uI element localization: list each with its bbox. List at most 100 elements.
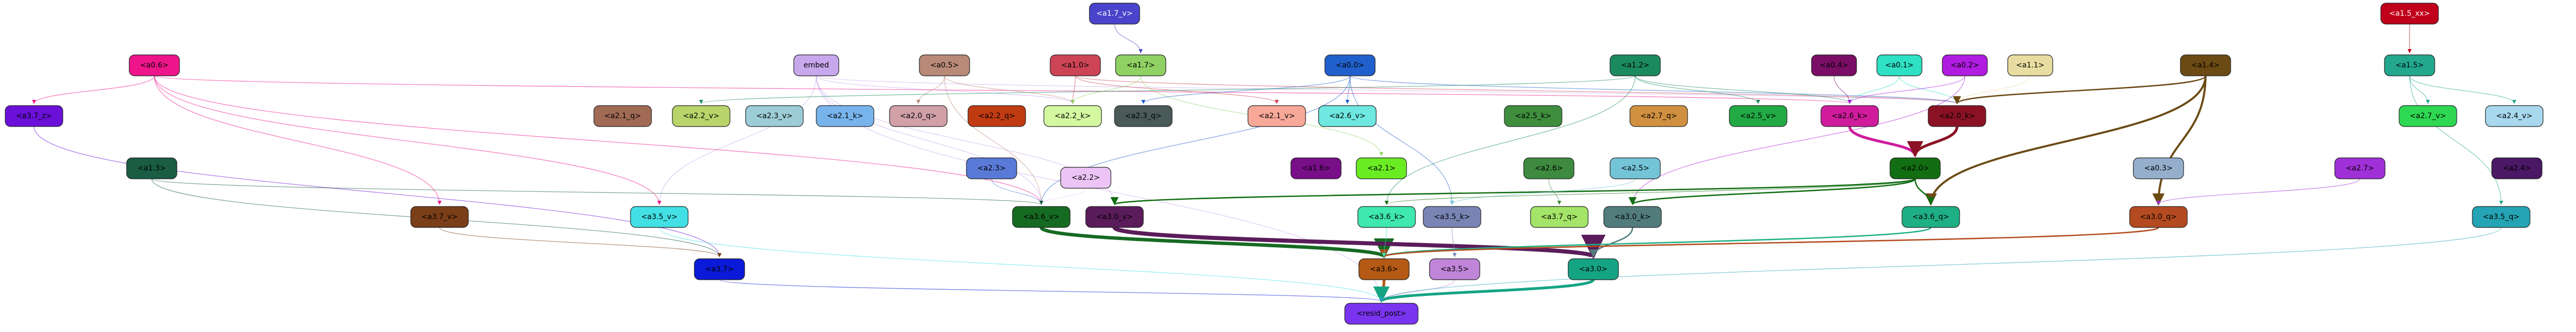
node-a2-0-q[interactable]: <a2.0_q> (889, 105, 948, 127)
node-a2-7-q[interactable]: <a2.7_q> (1629, 105, 1688, 127)
node-label: <a1.1> (2016, 61, 2044, 70)
node-label: <a2.2_v> (683, 112, 719, 120)
node-a0-4[interactable]: <a0.4> (1811, 54, 1857, 76)
node-a0-1[interactable]: <a0.1> (1876, 54, 1922, 76)
edge-a1_0-to-a2_0_k (1075, 75, 1959, 104)
node-resid-post[interactable]: <resid_post> (1344, 303, 1419, 325)
node-embed[interactable]: embed (793, 54, 839, 76)
edge-a0_6-to-a3_5_v (154, 75, 661, 205)
node-a0-3[interactable]: <a0.3> (2133, 157, 2184, 179)
node-label: <a3.0_v> (1096, 213, 1133, 221)
node-a2-1[interactable]: <a2.1> (1356, 157, 1407, 179)
node-box (1928, 105, 1986, 127)
node-a3-7-q[interactable]: <a3.7_q> (1530, 206, 1589, 228)
edge-a1_5-to-a3_5_q (2409, 75, 2503, 205)
node-a3-0-k[interactable]: <a3.0_k> (1603, 206, 1662, 228)
node-a2-2-k[interactable]: <a2.2_k> (1043, 105, 1102, 127)
node-box (672, 105, 730, 127)
node-label: <a3.5_q> (2483, 213, 2519, 221)
edge-a0_0-to-a3_6_v (1039, 75, 1351, 205)
edge-a3_6_v-to-a3_6 (1039, 225, 1394, 259)
node-box (694, 258, 745, 280)
node-label: <a0.0> (1336, 61, 1364, 70)
node-a0-5[interactable]: <a0.5> (919, 54, 970, 76)
node-a3-7-v[interactable]: <a3.7_v> (410, 206, 469, 228)
node-a3-5-v[interactable]: <a3.5_v> (630, 206, 689, 228)
edge-a2_0-to-a3_0_v (1111, 178, 1916, 205)
node-a2-1-v[interactable]: <a2.1_v> (1247, 105, 1306, 127)
node-a3-0-q[interactable]: <a3.0_q> (2129, 206, 2188, 228)
node-label: <a2.7_q> (1640, 112, 1677, 120)
node-a2-2-v[interactable]: <a2.2_v> (672, 105, 730, 127)
node-a3-6-q[interactable]: <a3.6_q> (1902, 206, 1960, 228)
edge-a1_2-to-a3_6_k (1385, 75, 1636, 205)
node-box (1610, 54, 1661, 76)
node-a1-7-v[interactable]: <a1.7_v> (1089, 3, 1140, 25)
node-a2-0-k[interactable]: <a2.0_k> (1928, 105, 1986, 127)
node-a1-3[interactable]: <a1.3> (126, 157, 177, 179)
edge-a3_5_v-to-resid_post (659, 227, 1383, 302)
node-a1-5[interactable]: <a1.5> (2384, 54, 2435, 76)
edge-a1_7-to-a2_2_k (1071, 75, 1141, 104)
node-label: <a1.6> (1302, 164, 1330, 173)
node-label: <a3.7_z> (16, 112, 52, 120)
edge-a1_0-to-a2_2_k (1071, 75, 1076, 104)
node-a2-5-k[interactable]: <a2.5_k> (1504, 105, 1562, 127)
node-a2-6-k[interactable]: <a2.6_k> (1820, 105, 1879, 127)
node-box (1629, 105, 1688, 127)
node-a2-6[interactable]: <a2.6> (1523, 157, 1574, 179)
node-a0-6[interactable]: <a0.6> (129, 54, 180, 76)
node-a2-2[interactable]: <a2.2> (1060, 167, 1111, 189)
node-a2-2-q[interactable]: <a2.2_q> (968, 105, 1026, 127)
node-a2-1-q[interactable]: <a2.1_q> (593, 105, 652, 127)
edge-a3_0_k-to-a3_0 (1589, 227, 1634, 258)
edge-a2_0-to-a3_0_k (1628, 178, 1916, 205)
node-a3-6-v[interactable]: <a3.6_v> (1012, 206, 1071, 228)
node-a2-3[interactable]: <a2.3> (966, 157, 1017, 179)
node-a3-5[interactable]: <a3.5> (1429, 258, 1480, 280)
node-a0-0[interactable]: <a0.0> (1324, 54, 1376, 76)
node-box (593, 105, 652, 127)
node-a1-7[interactable]: <a1.7> (1115, 54, 1166, 76)
node-a1-6[interactable]: <a1.6> (1290, 157, 1342, 179)
node-a3-6[interactable]: <a3.6> (1358, 258, 1410, 280)
node-box (1423, 206, 1481, 228)
node-a0-2[interactable]: <a0.2> (1942, 54, 1988, 76)
node-a2-7[interactable]: <a2.7> (2334, 157, 2386, 179)
node-a3-7-z[interactable]: <a3.7_z> (5, 105, 63, 127)
node-a3-0-v[interactable]: <a3.0_v> (1085, 206, 1144, 228)
node-a2-7-v[interactable]: <a2.7_v> (2399, 105, 2457, 127)
node-a1-1[interactable]: <a1.1> (2007, 54, 2053, 76)
node-label: <a2.6_v> (1329, 112, 1366, 120)
node-a3-7[interactable]: <a3.7> (694, 258, 745, 280)
node-a1-4[interactable]: <a1.4> (2180, 54, 2231, 76)
node-a3-5-k[interactable]: <a3.5_k> (1423, 206, 1481, 228)
node-a2-3-q[interactable]: <a2.3_q> (1114, 105, 1173, 127)
node-label: <a2.1_q> (604, 112, 641, 120)
edge-a2_0_k-to-a2_0 (1907, 126, 1959, 158)
node-a3-6-k[interactable]: <a3.6_k> (1357, 206, 1416, 228)
node-label: <a3.6_q> (1913, 213, 1949, 221)
node-a2-3-v[interactable]: <a2.3_v> (745, 105, 804, 127)
node-box (5, 105, 63, 127)
node-label: <a0.2> (1951, 61, 1979, 70)
node-a2-6-v[interactable]: <a2.6_v> (1318, 105, 1377, 127)
node-label: <a1.2> (1621, 61, 1649, 70)
edge-a1_2-to-a2_2_v (699, 75, 1636, 104)
node-a2-4[interactable]: <a2.4> (2491, 157, 2543, 179)
edge-a1_4-to-a3_0_q (2152, 75, 2207, 206)
node-a2-5-v[interactable]: <a2.5_v> (1729, 105, 1787, 127)
edge-a0_6-to-a2_6_k (154, 75, 1851, 104)
node-a1-2[interactable]: <a1.2> (1610, 54, 1661, 76)
node-a2-0[interactable]: <a2.0> (1889, 157, 1941, 179)
node-a3-5-q[interactable]: <a3.5_q> (2472, 206, 2530, 228)
node-a2-5[interactable]: <a2.5> (1610, 157, 1661, 179)
node-a3-0[interactable]: <a3.0> (1568, 258, 1619, 280)
node-a1-5-xx[interactable]: <a1.5_xx> (2380, 3, 2439, 25)
node-a2-1-k[interactable]: <a2.1_k> (816, 105, 874, 127)
edge-a3_7_v-to-a3_7 (439, 227, 722, 257)
edge-a0_0-to-a2_3_q (1141, 75, 1351, 104)
node-a1-0[interactable]: <a1.0> (1050, 54, 1101, 76)
node-a2-4-v[interactable]: <a2.4_v> (2485, 105, 2544, 127)
node-box (1043, 105, 1102, 127)
